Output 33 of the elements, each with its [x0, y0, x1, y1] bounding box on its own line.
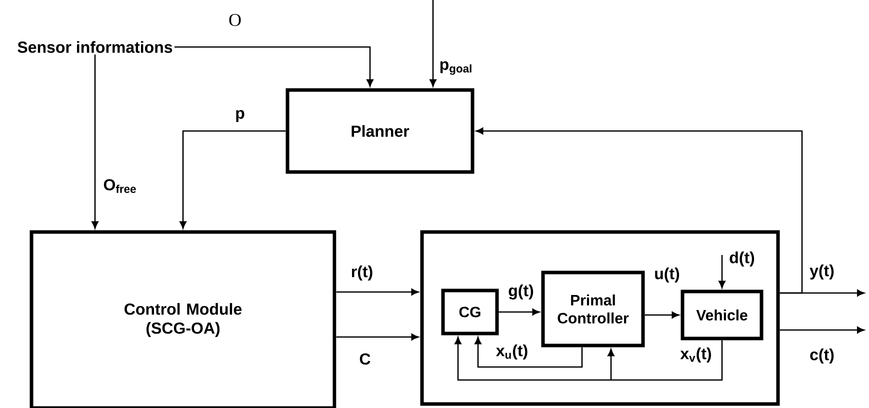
arrow — [430, 0, 436, 87]
process-box: Control Module (SCG-OA) — [30, 230, 336, 408]
process-box: Vehicle — [680, 290, 764, 340]
sensor-label: Sensor informations — [18, 41, 172, 53]
edge-label: c(t) — [810, 348, 834, 364]
arrow — [336, 334, 419, 340]
system-box — [420, 230, 780, 406]
arrow — [174, 46, 374, 87]
process-box: Planner — [286, 88, 474, 174]
arrow — [476, 128, 803, 294]
arrow — [474, 336, 583, 368]
edge-label: C — [360, 353, 370, 365]
edge-label: p — [236, 110, 244, 122]
edge-label: x$_{v}$(t) — [680, 348, 712, 362]
edge-label: O — [229, 14, 241, 26]
arrow — [718, 255, 726, 288]
arrow — [180, 130, 286, 229]
arrow — [780, 326, 864, 334]
edge-label: r(t) — [352, 266, 372, 280]
edge-label: y(t) — [810, 264, 834, 280]
edge-label: u(t) — [655, 268, 680, 282]
arrow — [498, 308, 540, 316]
edge-label: d(t) — [730, 252, 754, 266]
arrow — [336, 288, 419, 296]
arrow — [454, 336, 723, 381]
edge-label: x$_{u}$(t) — [496, 344, 528, 360]
arrow — [644, 312, 680, 318]
process-box: Primal Controller — [541, 270, 645, 348]
arrow — [92, 54, 98, 229]
process-box: CG — [441, 288, 499, 336]
edge-label: g(t) — [508, 284, 534, 300]
edge-label: O$_{free}$ — [104, 179, 136, 193]
edge-label: p$_{goal}$ — [440, 61, 472, 75]
